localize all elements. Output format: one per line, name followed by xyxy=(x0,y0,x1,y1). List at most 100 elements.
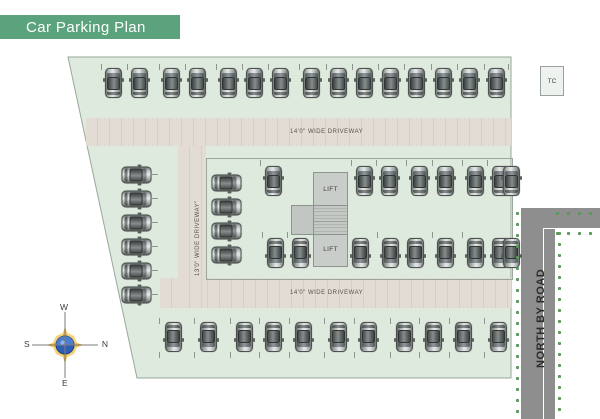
compass-north-label: N xyxy=(101,339,108,349)
stall-tick xyxy=(484,64,485,70)
stall-tick xyxy=(462,160,463,166)
car-inner-lower-7 xyxy=(465,238,486,268)
road-vertical xyxy=(521,208,555,419)
stall-tick xyxy=(508,64,509,70)
stall-tick xyxy=(259,318,260,324)
car-inner-lower-6 xyxy=(435,238,456,268)
car-top-15 xyxy=(486,68,507,98)
car-inner-upper-1 xyxy=(263,166,284,196)
road-label: NORTH BY ROAD xyxy=(535,268,547,368)
car-inner-upper-2 xyxy=(354,166,375,196)
tree-icon xyxy=(516,223,520,227)
tree-icon xyxy=(558,386,562,390)
stall-tick xyxy=(289,318,290,324)
stall-tick xyxy=(152,198,158,199)
tc-room: TC xyxy=(540,66,564,96)
tree-icon xyxy=(516,300,520,304)
tree-icon xyxy=(556,232,560,236)
tree-icon xyxy=(516,289,520,293)
stall-tick xyxy=(326,64,327,70)
stall-tick xyxy=(449,318,450,324)
stall-tick xyxy=(101,64,102,70)
stair-landing xyxy=(291,205,315,235)
stall-tick xyxy=(352,64,353,70)
tree-icon xyxy=(516,256,520,260)
car-bottom-10 xyxy=(453,322,474,352)
car-inner-upper-8 xyxy=(501,166,522,196)
compass-west-label: W xyxy=(60,302,69,312)
stall-tick xyxy=(152,246,158,247)
stall-tick xyxy=(127,64,128,70)
tree-icon xyxy=(558,320,562,324)
stall-tick xyxy=(406,160,407,166)
tree-icon xyxy=(516,322,520,326)
car-inner-left-4 xyxy=(211,244,242,266)
car-bottom-9 xyxy=(423,322,444,352)
tree-icon xyxy=(578,232,582,236)
stall-tick xyxy=(194,352,195,358)
car-top-3 xyxy=(161,68,182,98)
tree-icon xyxy=(558,309,562,313)
driveway-vertical-label: 13'0" WIDE DRIVEWAY" xyxy=(195,200,201,276)
stall-tick xyxy=(268,64,269,70)
car-bottom-3 xyxy=(234,322,255,352)
tree-icon xyxy=(558,254,562,258)
stall-tick xyxy=(419,352,420,358)
car-top-12 xyxy=(406,68,427,98)
car-inner-left-1 xyxy=(211,172,242,194)
stall-tick xyxy=(152,270,158,271)
tree-icon xyxy=(558,364,562,368)
tc-room-label: TC xyxy=(547,77,557,85)
car-bottom-2 xyxy=(198,322,219,352)
car-inner-lower-5 xyxy=(405,238,426,268)
plan-title-bar: Car Parking Plan xyxy=(0,15,180,39)
car-top-6 xyxy=(244,68,265,98)
tree-icon xyxy=(558,397,562,401)
lift-lower-label: LIFT xyxy=(323,246,338,253)
tree-icon xyxy=(516,399,520,403)
page-title: Car Parking Plan xyxy=(26,18,146,36)
stall-tick xyxy=(431,64,432,70)
stall-tick xyxy=(378,64,379,70)
driveway-bottom xyxy=(160,278,511,308)
tree-icon xyxy=(516,234,520,238)
stall-tick xyxy=(487,160,488,166)
stall-tick xyxy=(354,352,355,358)
car-top-11 xyxy=(380,68,401,98)
tree-icon xyxy=(567,212,571,216)
car-bottom-1 xyxy=(163,322,184,352)
stall-tick xyxy=(194,318,195,324)
stall-tick xyxy=(449,352,450,358)
stall-tick xyxy=(260,160,261,166)
compass-east-label: E xyxy=(62,378,68,388)
tree-icon xyxy=(558,265,562,269)
tree-icon xyxy=(558,375,562,379)
tree-icon xyxy=(567,232,571,236)
car-inner-upper-4 xyxy=(409,166,430,196)
car-top-1 xyxy=(103,68,124,98)
tree-icon xyxy=(558,243,562,247)
tree-icon xyxy=(516,355,520,359)
car-top-9 xyxy=(328,68,349,98)
car-top-10 xyxy=(354,68,375,98)
stall-tick xyxy=(432,160,433,166)
stall-tick xyxy=(432,232,433,238)
car-left-2 xyxy=(121,188,152,210)
tree-icon xyxy=(516,278,520,282)
car-bottom-11 xyxy=(488,322,509,352)
car-top-14 xyxy=(459,68,480,98)
road-horizontal xyxy=(521,208,600,228)
tree-icon xyxy=(516,245,520,249)
stall-tick xyxy=(390,318,391,324)
tree-icon xyxy=(516,311,520,315)
car-inner-left-2 xyxy=(211,196,242,218)
car-bottom-8 xyxy=(394,322,415,352)
tree-icon xyxy=(558,342,562,346)
tree-icon xyxy=(516,366,520,370)
inner-parking-block xyxy=(206,158,513,280)
tree-icon xyxy=(516,333,520,337)
driveway-top xyxy=(86,118,511,146)
car-left-4 xyxy=(121,236,152,258)
car-inner-lower-4 xyxy=(380,238,401,268)
